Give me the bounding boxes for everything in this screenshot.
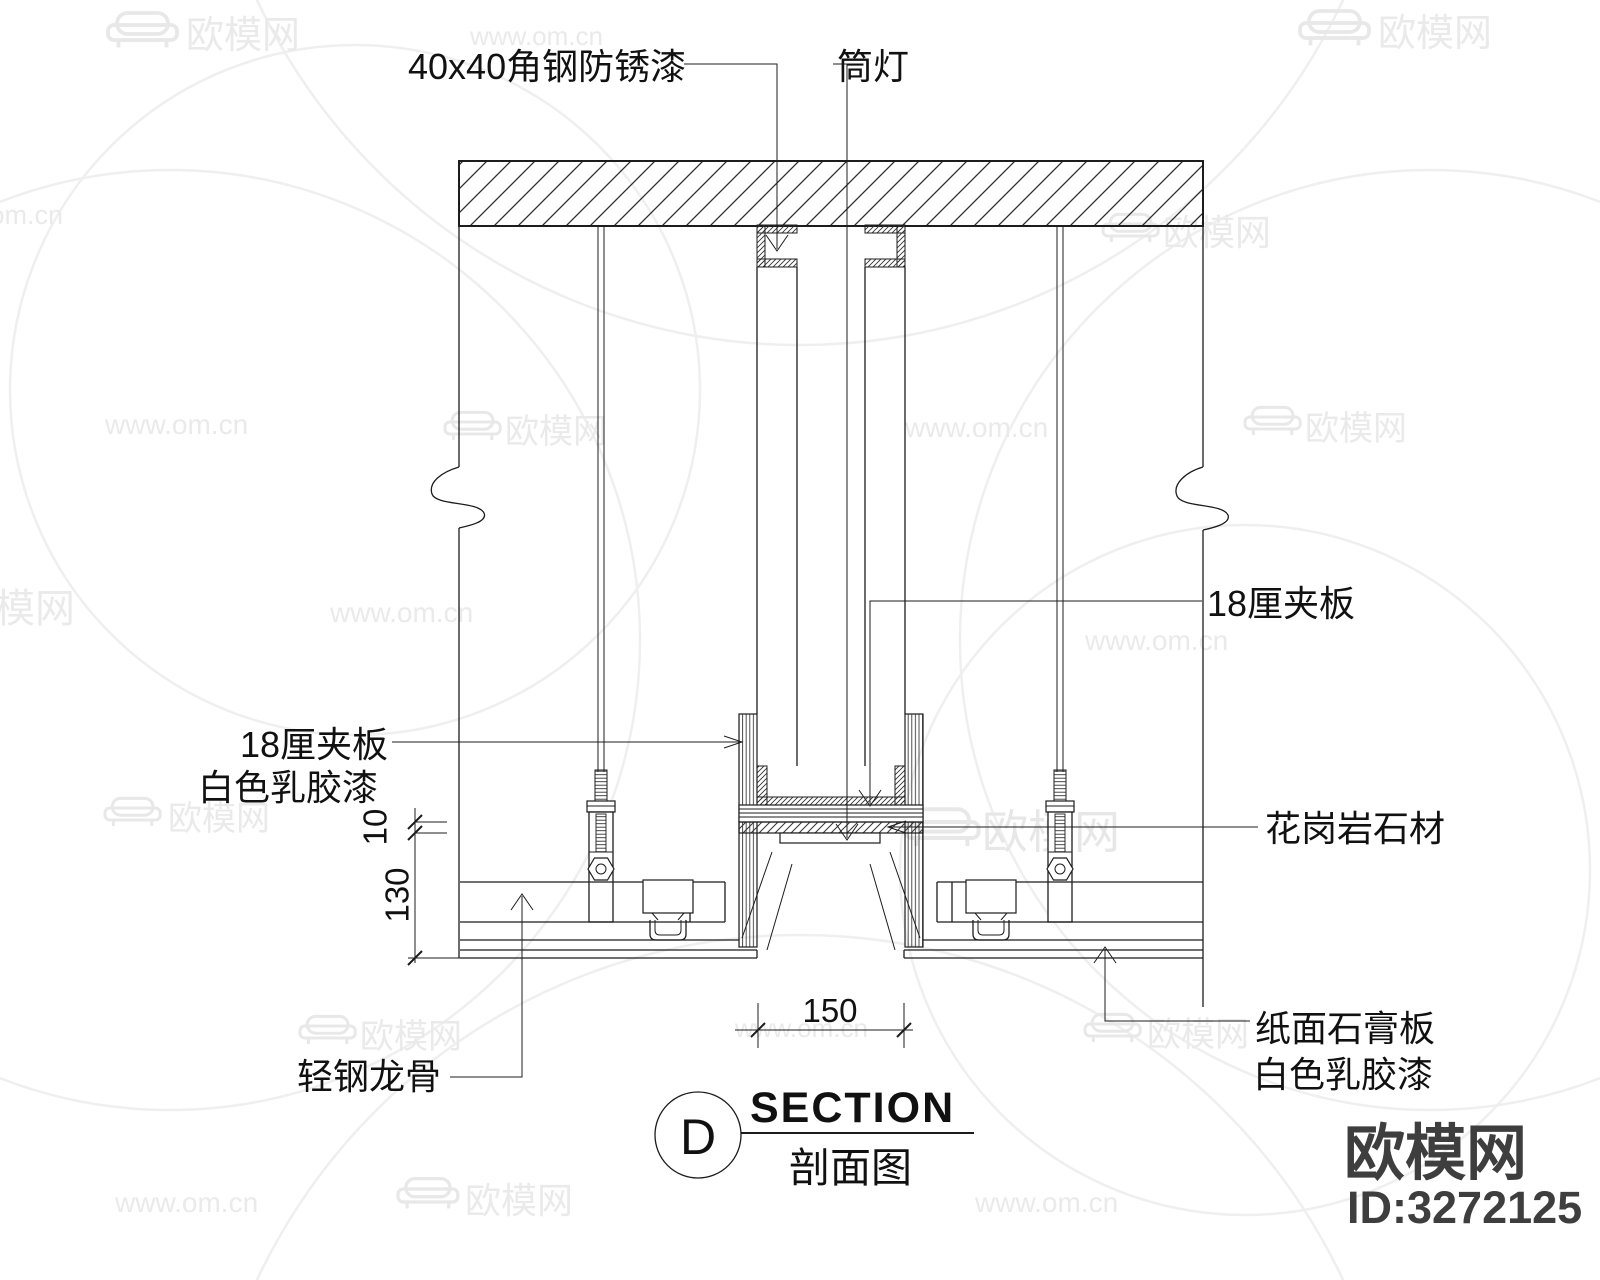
downlight-label: 筒灯: [837, 46, 909, 87]
arrow-up-icon: [1093, 946, 1117, 964]
arrow-right-icon: [723, 735, 744, 749]
sofa-icon: [1083, 1012, 1142, 1044]
gypsum-label-2: 白色乳胶漆: [1253, 1054, 1433, 1095]
arrow-down-icon: [765, 234, 789, 252]
label-granite: 花岗岩石材: [886, 808, 1445, 849]
arrow-down-icon: [858, 789, 882, 807]
watermark-url-text: www.om.cn: [469, 21, 603, 51]
site-watermark-dark: 欧模网 ID:3272125: [1344, 1119, 1582, 1233]
asset-id: ID:3272125: [1347, 1182, 1582, 1233]
plywood-shelf: [738, 804, 924, 823]
wall-break-right: [1175, 226, 1229, 1007]
section-letter: D: [680, 1109, 716, 1165]
sofa-icon: [298, 1014, 357, 1046]
light-trough-assembly: [738, 224, 924, 951]
section-title-cn: 剖面图: [789, 1145, 912, 1191]
lamp-housing: [756, 765, 906, 806]
sofa-icon: [1243, 405, 1302, 437]
plywood-left-label-2: 白色乳胶漆: [198, 767, 378, 808]
light-rays: [741, 851, 921, 951]
gypsum-label-1: 纸面石膏板: [1255, 1008, 1435, 1049]
watermark-url-text: www.om.cn: [974, 1187, 1118, 1218]
watermark-logo-text: 欧模网: [186, 15, 300, 57]
dim-10: 10: [357, 809, 394, 846]
granite-label: 花岗岩石材: [1265, 808, 1445, 849]
arrow-down-icon: [835, 823, 859, 841]
watermark-logo-text: 欧模网: [0, 587, 75, 631]
watermark-url-text: www.om.cn: [1084, 625, 1228, 656]
watermark-url-text: www.om.cn: [114, 1187, 258, 1218]
label-plywood-left: 18厘夹板 白色乳胶漆: [198, 724, 744, 808]
label-downlight: 筒灯: [833, 46, 909, 841]
downlight-trim: [779, 832, 881, 844]
concrete-slab: [458, 160, 1204, 227]
section-mark-circle: [654, 1091, 742, 1179]
sofa-icon: [396, 1176, 460, 1211]
watermark-logo-text: 欧模网: [465, 1180, 573, 1221]
furring-channel-right: [965, 879, 1017, 941]
right-hanger-assembly: [1045, 226, 1075, 923]
right-ceiling-framing: [903, 879, 1203, 959]
plywood-right-label: 18厘夹板: [1207, 583, 1355, 624]
site-name-dark: 欧模网: [1344, 1119, 1527, 1187]
watermark-url-text: www.om.cn: [0, 200, 63, 230]
section-title-en: SECTION: [750, 1084, 955, 1132]
watermark-logo-text: 欧模网: [1378, 13, 1492, 55]
left-ceiling-framing: [460, 879, 758, 959]
angle-steel-right: [864, 224, 906, 268]
trough-verticals: [756, 267, 906, 766]
dim-130: 130: [379, 867, 416, 922]
dim-150: 150: [802, 992, 857, 1029]
sofa-icon: [103, 796, 162, 828]
hex-nut: [587, 857, 615, 881]
dimension-left: 10 130: [357, 808, 460, 966]
watermark-url-text: www.om.cn: [904, 412, 1048, 443]
label-plywood-right: 18厘夹板: [858, 583, 1355, 807]
hex-nut: [1046, 857, 1074, 881]
dimension-150: 150: [735, 992, 913, 1048]
title-block: D SECTION 剖面图: [654, 1084, 974, 1191]
watermark-logo-text: 欧模网: [1147, 1016, 1249, 1054]
label-angle-steel: 40x40角钢防锈漆: [408, 46, 789, 252]
watermarks-light: 欧模网 欧模网 www.om.cn www.om.cn 欧模网 www.om.c…: [0, 9, 1492, 1221]
label-keel: 轻钢龙骨: [297, 893, 534, 1097]
watermark-logo-text: 欧模网: [168, 800, 270, 838]
sofa-icon: [443, 410, 502, 442]
watermark-logo-text: 欧模网: [1305, 410, 1407, 448]
label-gypsum: 纸面石膏板 白色乳胶漆: [1093, 946, 1435, 1095]
watermark-url-text: www.om.cn: [104, 409, 248, 440]
plywood-left-label-1: 18厘夹板: [240, 724, 388, 765]
keel-label: 轻钢龙骨: [297, 1056, 441, 1097]
wall-break-left: [430, 226, 486, 958]
arrow-up-icon: [510, 893, 534, 911]
furring-channel-left: [642, 879, 694, 941]
watermark-url-text: www.om.cn: [734, 1013, 868, 1043]
watermark-url-text: www.om.cn: [329, 597, 473, 628]
left-hanger-assembly: [586, 226, 616, 923]
sofa-icon: [106, 11, 179, 50]
arrow-left-icon: [886, 820, 907, 834]
watermark-logo-text: 欧模网: [505, 413, 607, 451]
angle-steel-label: 40x40角钢防锈漆: [408, 46, 686, 87]
watermark-logo-text: 欧模网: [360, 1018, 462, 1056]
